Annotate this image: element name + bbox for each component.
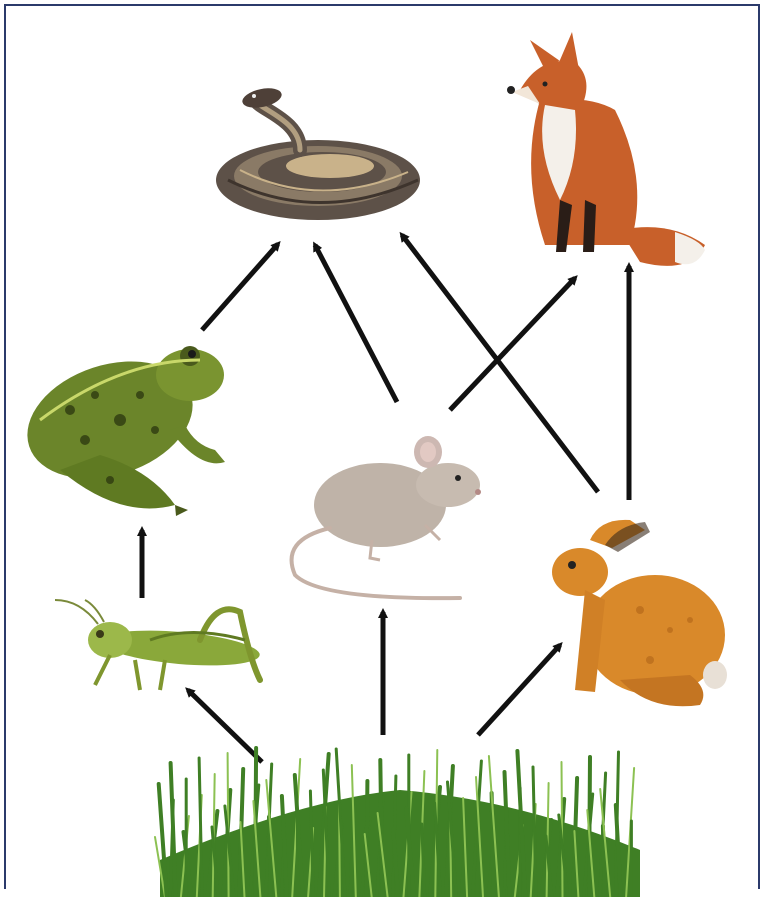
arrow-grass-to-grasshopper bbox=[188, 690, 262, 762]
snake-icon bbox=[216, 85, 420, 220]
grasshopper-icon bbox=[55, 600, 261, 690]
arrow-frog-to-snake bbox=[202, 244, 278, 330]
grass-icon bbox=[155, 748, 640, 897]
arrow-mouse-to-snake bbox=[315, 245, 397, 402]
arrow-mouse-to-fox bbox=[450, 278, 575, 410]
rabbit-icon bbox=[552, 520, 727, 706]
frog-icon bbox=[12, 341, 225, 516]
fox-icon bbox=[507, 32, 705, 266]
mouse-icon bbox=[292, 436, 481, 598]
arrow-grass-to-rabbit bbox=[478, 645, 560, 735]
